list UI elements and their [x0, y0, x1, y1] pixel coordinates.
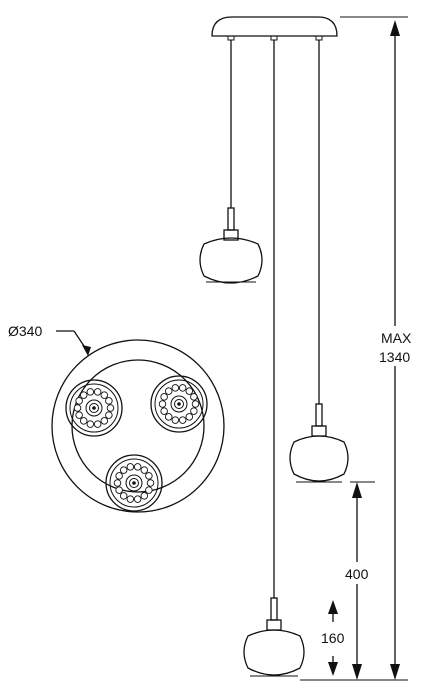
crystal-bead [119, 466, 128, 474]
crystal-bead [185, 413, 194, 421]
crystal-bead [100, 417, 109, 425]
pendant-shade-lower [243, 597, 305, 677]
crystal-bead [140, 492, 149, 500]
crystal-bead [145, 486, 153, 494]
diameter-label: Ø340 [8, 323, 42, 339]
crystal-bead [191, 400, 200, 408]
suspension-cables [230, 40, 320, 598]
max-height-label: MAX [381, 330, 412, 346]
crystal-bead [160, 407, 168, 415]
pendant-shade-upper [199, 207, 263, 284]
crystal-bead [190, 407, 198, 415]
shade-height-label: 160 [321, 630, 345, 646]
crystal-bead [146, 479, 155, 487]
plan-cup-bottom [105, 454, 163, 512]
max-height-value: 1340 [379, 349, 410, 365]
crystal-bead [105, 397, 113, 405]
crystal-bead [171, 384, 180, 392]
crystal-bead [75, 411, 83, 419]
crystal-bead [73, 404, 82, 412]
crystal-bead [190, 393, 198, 401]
crystal-bead [133, 495, 142, 503]
max-height-dimension: MAX 1340 [340, 16, 414, 680]
crystal-bead [106, 404, 115, 412]
plan-cup-right [150, 375, 208, 433]
crystal-bead [93, 388, 102, 396]
pendant-shade-middle [289, 403, 349, 483]
crystal-bead [79, 391, 88, 399]
crystal-bead [160, 393, 168, 401]
crystal-bead [105, 411, 113, 419]
plan-cup-left [65, 379, 123, 437]
crystal-bead [133, 463, 142, 471]
crystal-bead [126, 463, 135, 471]
crystal-bead [145, 472, 153, 480]
crystal-bead [164, 387, 173, 395]
crystal-bead [100, 391, 109, 399]
shade-height-dimension: 160 [321, 600, 345, 676]
crystal-bead [113, 479, 122, 487]
crystal-bead [171, 416, 180, 424]
crystal-bead [178, 384, 187, 392]
diameter-leader: Ø340 [8, 323, 91, 356]
crystal-bead [119, 492, 128, 500]
crystal-bead [178, 416, 187, 424]
crystal-bead [158, 400, 167, 408]
ceiling-canopy [211, 16, 338, 41]
crystal-bead [126, 495, 135, 503]
crystal-bead [164, 413, 173, 421]
crystal-bead [79, 417, 88, 425]
crystal-bead [93, 420, 102, 428]
crystal-bead [86, 420, 95, 428]
drop-offset-dimension: 400 [300, 481, 408, 681]
crystal-bead [185, 387, 194, 395]
crystal-bead [140, 466, 149, 474]
crystal-bead [86, 388, 95, 396]
top-view-plan [51, 339, 225, 513]
crystal-bead [115, 486, 123, 494]
crystal-bead [75, 397, 83, 405]
crystal-bead [115, 472, 123, 480]
drop-offset-label: 400 [345, 566, 369, 582]
